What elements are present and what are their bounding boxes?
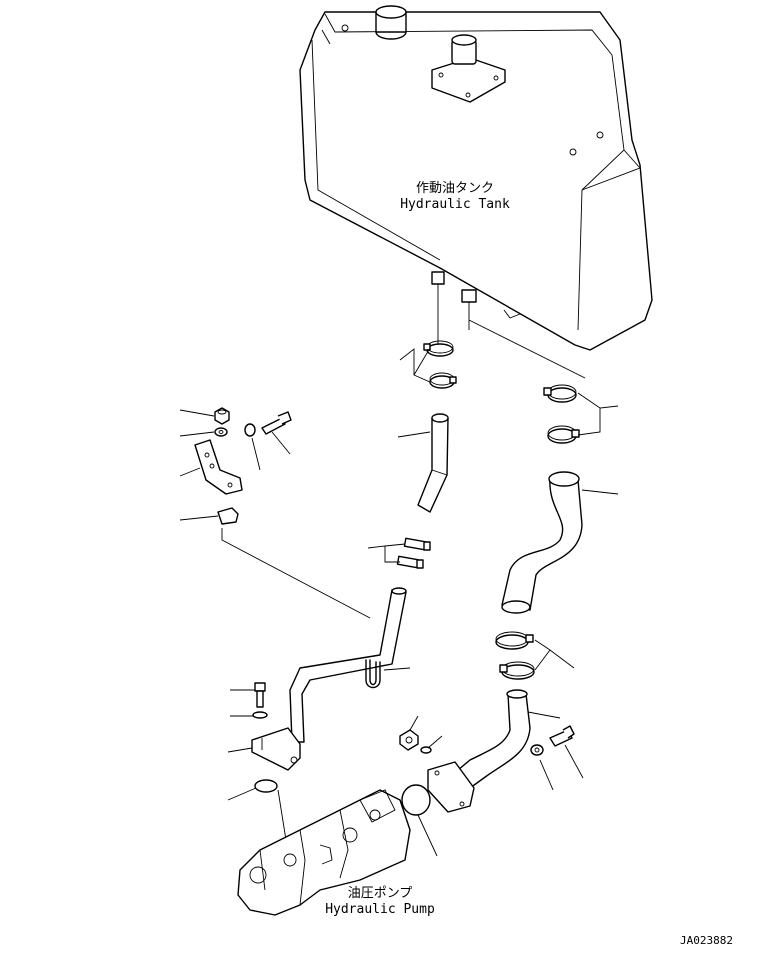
washer-left-upper bbox=[214, 427, 228, 437]
tube-flange-block bbox=[251, 727, 301, 771]
u-bolt-clamp bbox=[365, 659, 381, 689]
o-ring-left bbox=[254, 779, 278, 793]
hose-clamp-elbow-upper bbox=[495, 631, 534, 650]
hose-clamp-right-upper bbox=[543, 384, 577, 403]
large-hose bbox=[501, 471, 583, 614]
hose-clamp-left-lower bbox=[429, 372, 457, 389]
plug bbox=[399, 729, 419, 751]
pump-label-jp: 油圧ポンプ bbox=[347, 886, 413, 901]
small-hose bbox=[417, 413, 449, 513]
nut bbox=[214, 407, 230, 425]
bolt-left-lower bbox=[254, 682, 266, 708]
bolt-left-upper bbox=[261, 411, 292, 435]
o-ring-large bbox=[401, 784, 431, 816]
hose-clamp-right-lower bbox=[547, 425, 580, 444]
bracket bbox=[194, 439, 243, 495]
drawing-code: JA023882 bbox=[680, 934, 733, 947]
hose-clamp-left-upper bbox=[423, 340, 454, 357]
hydraulic-pump bbox=[237, 789, 411, 916]
tank-label-jp: 作動油タンク bbox=[415, 181, 494, 196]
pump-label-en: Hydraulic Pump bbox=[325, 902, 435, 917]
bolt-right bbox=[549, 725, 575, 747]
washer-right bbox=[530, 744, 544, 756]
washer-left-mid bbox=[244, 423, 256, 437]
washer-left-lower bbox=[252, 711, 268, 719]
connector-fitting-upper bbox=[403, 537, 431, 551]
suction-elbow-pipe bbox=[427, 689, 531, 813]
clip bbox=[217, 507, 239, 525]
drain-tube bbox=[289, 587, 407, 743]
connector-fitting-lower bbox=[396, 555, 424, 569]
tank-label-en: Hydraulic Tank bbox=[400, 197, 510, 212]
o-ring-small bbox=[420, 746, 432, 754]
hydraulic-tank bbox=[299, 5, 653, 351]
hose-clamp-elbow-lower bbox=[499, 661, 535, 680]
